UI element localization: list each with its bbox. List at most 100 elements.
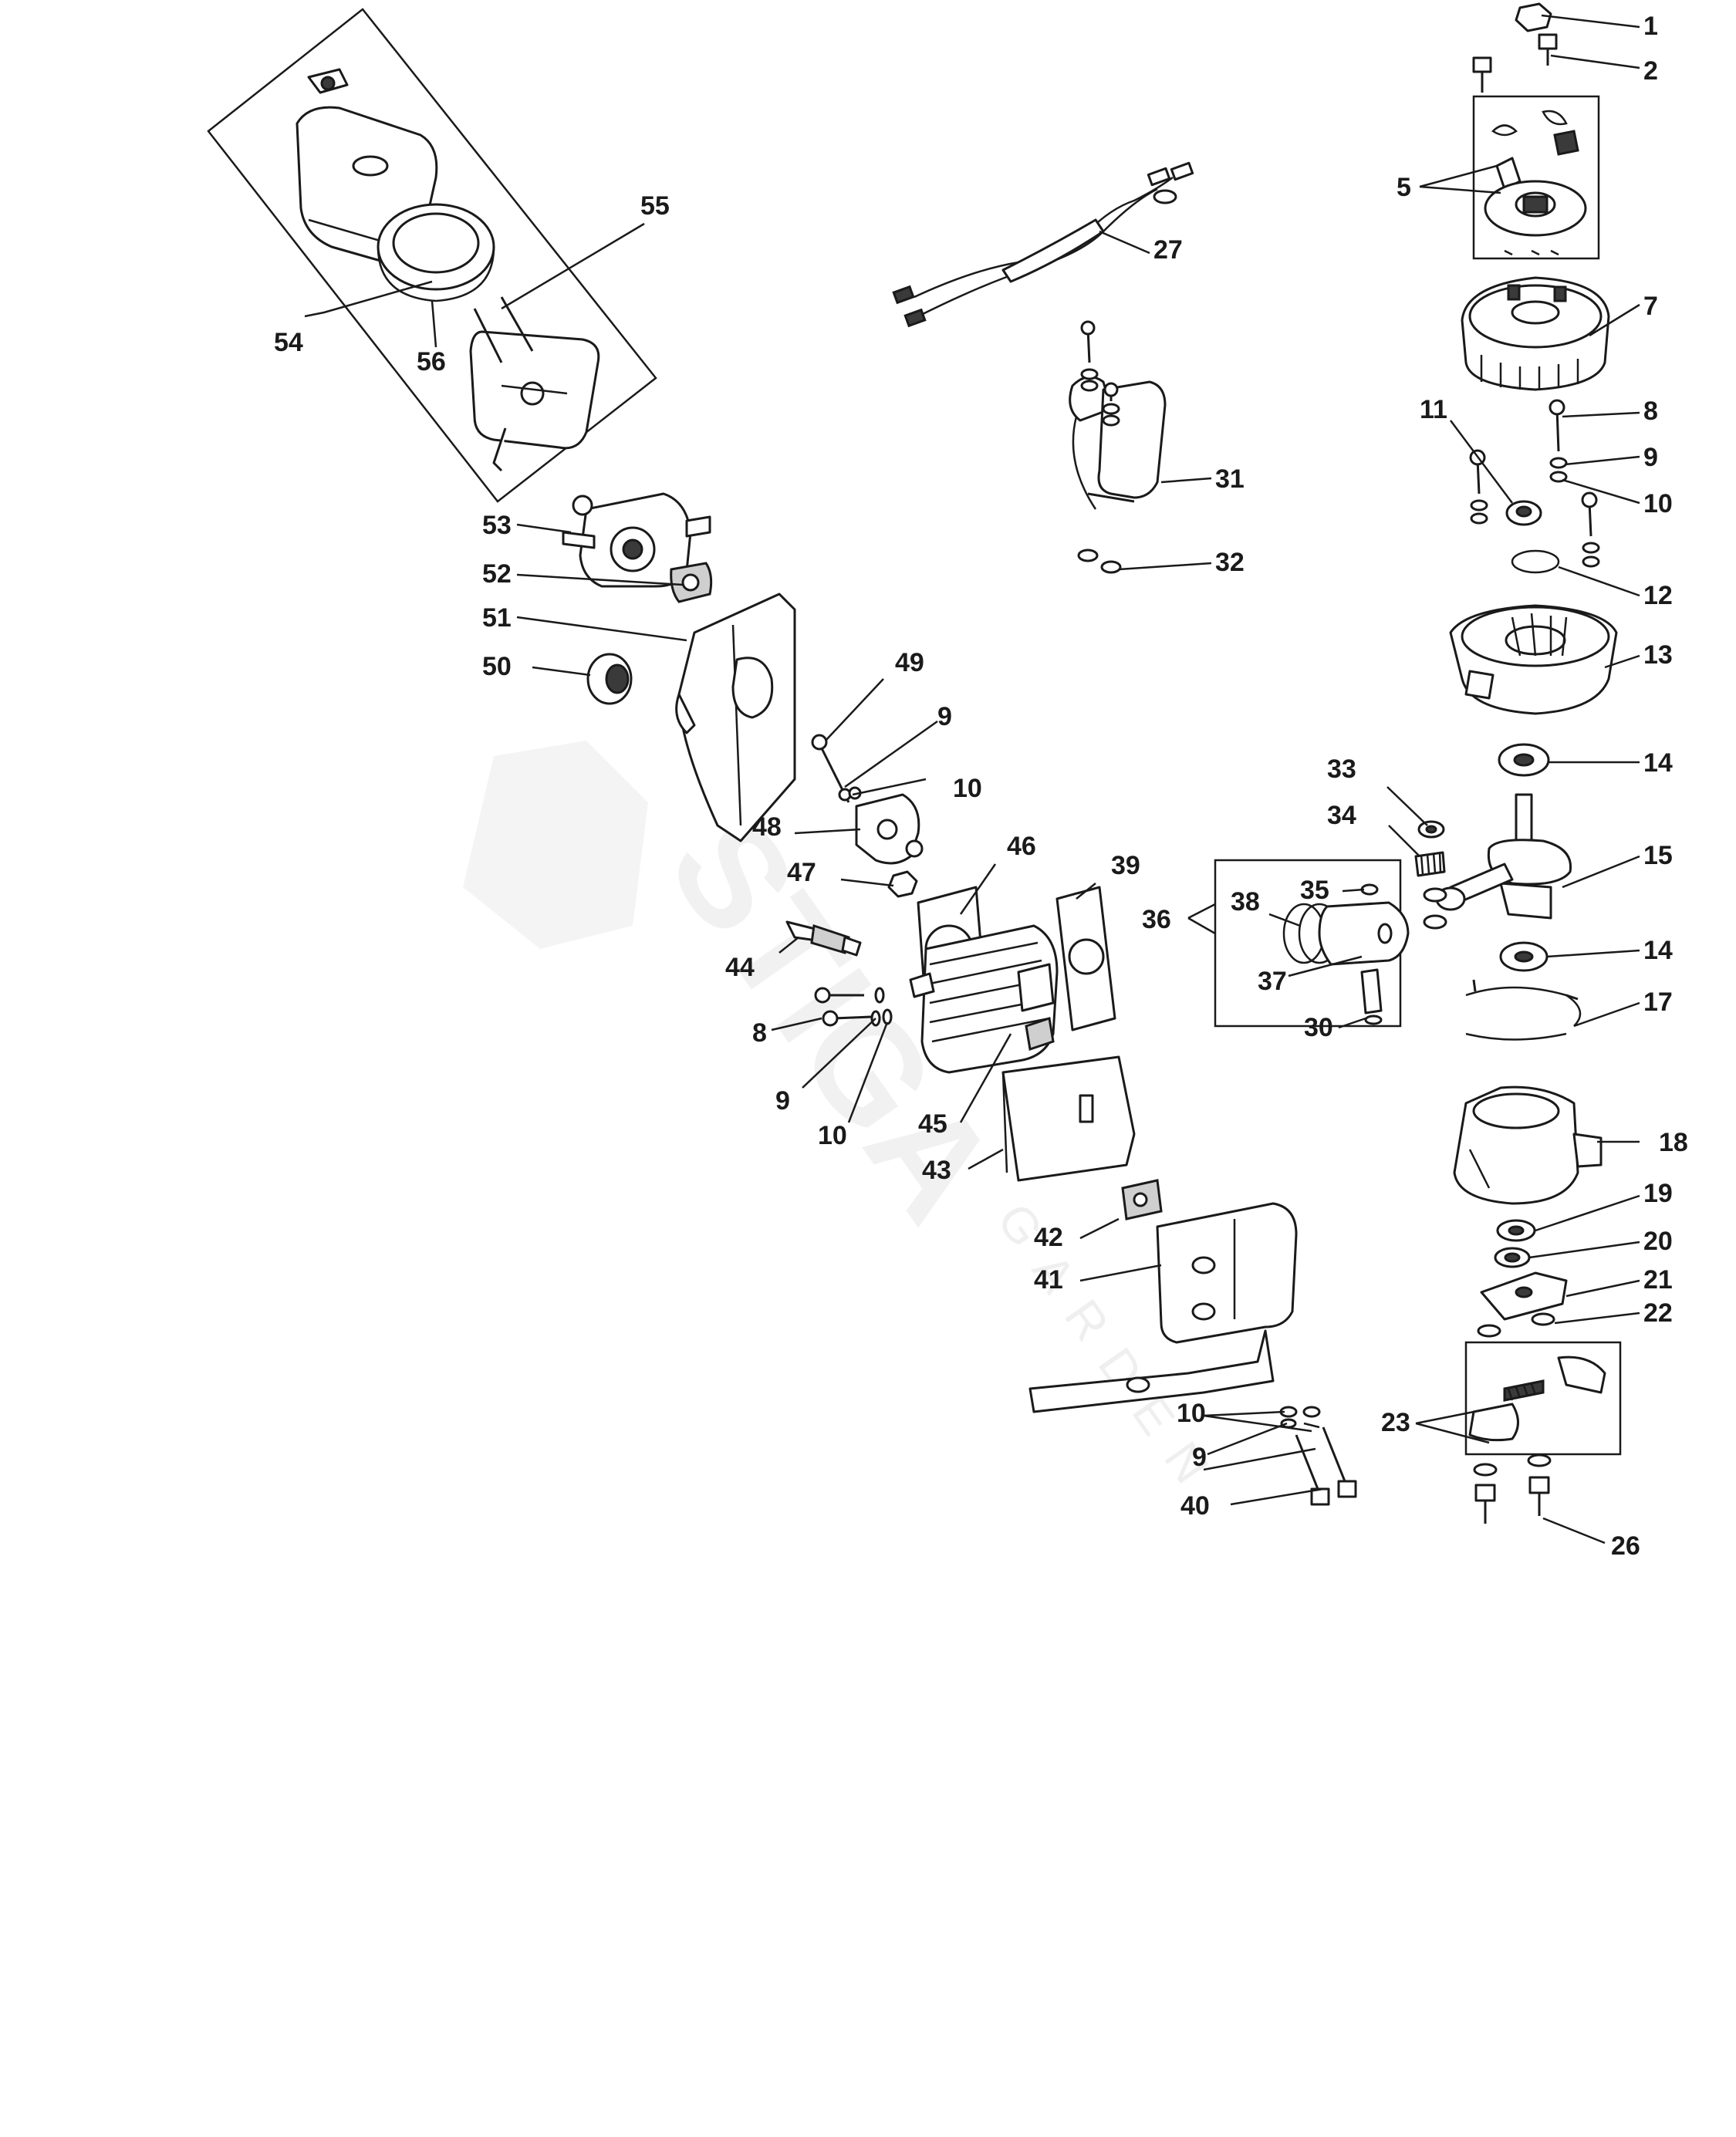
main-bearing-lower bbox=[1499, 941, 1549, 972]
flywheel-nut bbox=[1515, 2, 1552, 32]
hex-nut-47 bbox=[887, 870, 918, 898]
callout-14-upper: 14 bbox=[1643, 748, 1673, 778]
callout-23: 23 bbox=[1381, 1408, 1410, 1437]
callout-39: 39 bbox=[1111, 851, 1140, 880]
callout-42: 42 bbox=[1034, 1223, 1063, 1252]
callout-27: 27 bbox=[1153, 235, 1183, 265]
intake-bolts-49 bbox=[811, 734, 862, 803]
callout-22: 22 bbox=[1643, 1298, 1673, 1328]
heat-shield-plate bbox=[1001, 1055, 1136, 1182]
callout-43: 43 bbox=[922, 1156, 951, 1185]
callout-18: 18 bbox=[1659, 1128, 1688, 1157]
crankcase-gasket-17 bbox=[1465, 979, 1582, 1041]
callout-50: 50 bbox=[482, 652, 512, 681]
callout-15: 15 bbox=[1643, 841, 1673, 870]
intake-shroud bbox=[675, 592, 796, 842]
cylinder-base-gasket-39 bbox=[1055, 886, 1116, 1031]
crankcase-rear-half bbox=[1453, 1085, 1603, 1205]
ignition-coil-assembly bbox=[1069, 376, 1167, 510]
callout-9-cylinder: 9 bbox=[775, 1086, 790, 1116]
callout-labels: 1 2 5 7 8 9 10 11 12 13 14 15 14 17 18 1… bbox=[274, 12, 1688, 1561]
crankcase-front-half bbox=[1449, 604, 1618, 715]
callout-52: 52 bbox=[482, 559, 512, 589]
crank-washer-33 bbox=[1417, 820, 1445, 839]
ignition-wire-harness bbox=[892, 161, 1194, 328]
callout-33: 33 bbox=[1327, 755, 1356, 784]
callout-5: 5 bbox=[1397, 173, 1411, 202]
callout-10: 10 bbox=[1643, 489, 1673, 518]
callout-10-muffler: 10 bbox=[1177, 1399, 1206, 1428]
callout-37: 37 bbox=[1258, 967, 1287, 996]
muffler bbox=[1028, 1202, 1298, 1413]
crank-pin-washers bbox=[1423, 887, 1447, 930]
flywheel-bolts bbox=[1472, 33, 1558, 93]
callout-13: 13 bbox=[1643, 640, 1673, 670]
callout-8: 8 bbox=[1643, 397, 1658, 426]
callout-47: 47 bbox=[787, 858, 816, 887]
callout-30: 30 bbox=[1304, 1013, 1333, 1042]
carburetor-gasket bbox=[670, 562, 713, 603]
callout-51: 51 bbox=[482, 603, 512, 633]
callout-8-cylinder: 8 bbox=[752, 1018, 767, 1048]
callout-9: 9 bbox=[1643, 443, 1658, 472]
callout-45: 45 bbox=[918, 1109, 947, 1139]
callout-10-cylinder: 10 bbox=[818, 1121, 847, 1150]
callout-32: 32 bbox=[1215, 548, 1245, 577]
callout-53: 53 bbox=[482, 511, 512, 540]
callout-40: 40 bbox=[1180, 1491, 1210, 1521]
clutch-hub-21 bbox=[1480, 1271, 1568, 1321]
air-filter-base-plate bbox=[469, 330, 600, 450]
clutch-bolts-26 bbox=[1473, 1453, 1552, 1524]
callout-54: 54 bbox=[274, 328, 303, 357]
leader-lines bbox=[304, 14, 1640, 1545]
rubber-grommet bbox=[586, 653, 633, 705]
callout-46: 46 bbox=[1007, 832, 1036, 861]
callout-14-lower: 14 bbox=[1643, 936, 1673, 965]
callout-48: 48 bbox=[752, 812, 782, 842]
washer-20 bbox=[1494, 1247, 1531, 1268]
air-filter-kit-frame bbox=[207, 8, 657, 503]
air-filter-element-56 bbox=[377, 203, 495, 302]
cylinder-bolts bbox=[814, 987, 893, 1027]
air-filter-knob bbox=[307, 68, 349, 94]
starter-pawl-kit bbox=[1472, 95, 1600, 260]
callout-26: 26 bbox=[1611, 1531, 1640, 1561]
callout-35: 35 bbox=[1300, 876, 1329, 905]
oil-seal-19 bbox=[1496, 1219, 1536, 1242]
oil-seal-11 bbox=[1505, 500, 1542, 526]
cylinder-block bbox=[909, 924, 1059, 1074]
callout-20: 20 bbox=[1643, 1227, 1673, 1256]
callout-10-intake: 10 bbox=[953, 774, 982, 803]
clutch-kit bbox=[1464, 1341, 1622, 1456]
muffler-bolts bbox=[1279, 1406, 1357, 1506]
carburetor-assembly bbox=[562, 492, 711, 588]
callout-12: 12 bbox=[1643, 581, 1673, 610]
callout-34: 34 bbox=[1327, 801, 1356, 830]
callout-31: 31 bbox=[1215, 464, 1245, 494]
fan-housing-screws bbox=[1469, 399, 1600, 568]
coil-screws bbox=[1080, 320, 1120, 427]
callout-2: 2 bbox=[1643, 56, 1658, 86]
callout-9-muffler: 9 bbox=[1192, 1443, 1207, 1472]
callout-11: 11 bbox=[1420, 395, 1447, 424]
callout-1: 1 bbox=[1643, 12, 1658, 41]
muffler-gasket bbox=[1121, 1179, 1163, 1220]
callout-36: 36 bbox=[1142, 905, 1171, 934]
intake-manifold bbox=[855, 793, 924, 865]
flywheel bbox=[1461, 276, 1610, 391]
exhaust-gasket-small bbox=[1025, 1017, 1055, 1051]
piston-kit bbox=[1214, 859, 1410, 1028]
main-bearing-upper bbox=[1498, 743, 1550, 777]
callout-44: 44 bbox=[725, 953, 755, 982]
callout-56: 56 bbox=[417, 347, 446, 376]
callout-49: 49 bbox=[895, 648, 924, 677]
callout-7: 7 bbox=[1643, 292, 1658, 321]
callout-41: 41 bbox=[1034, 1265, 1063, 1295]
starter-pawl-kit-frame bbox=[1472, 95, 1600, 260]
crankshaft bbox=[1435, 793, 1572, 920]
coil-washers-32 bbox=[1077, 549, 1122, 574]
watermark-logo-mark bbox=[463, 741, 648, 949]
callout-55: 55 bbox=[640, 191, 670, 221]
